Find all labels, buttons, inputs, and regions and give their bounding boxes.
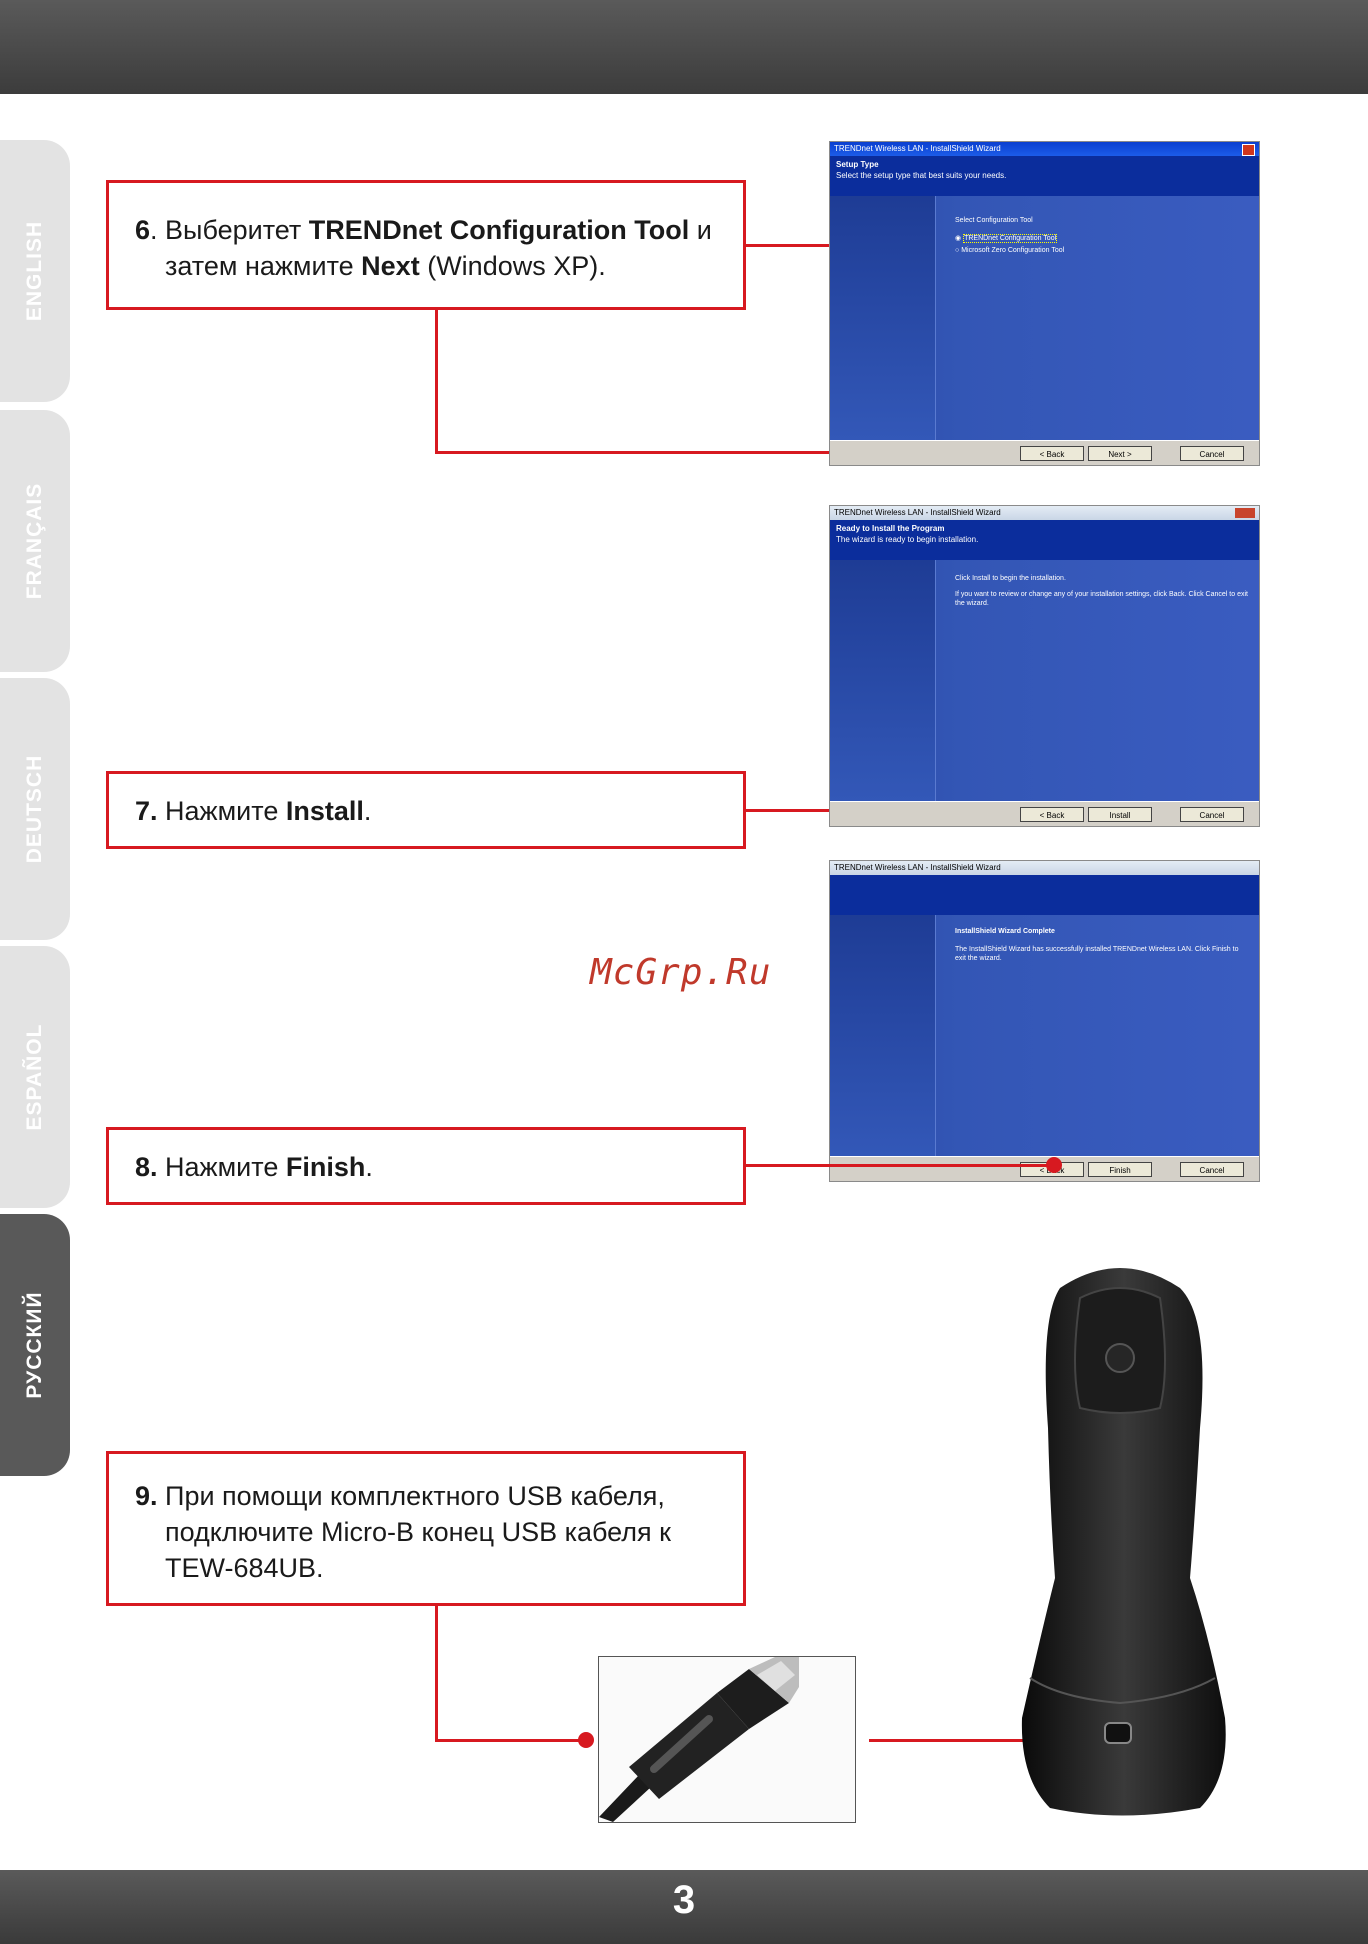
back-button[interactable]: < Back	[1020, 807, 1084, 822]
wizard-screenshot-complete: TRENDnet Wireless LAN - InstallShield Wi…	[829, 860, 1260, 1182]
step-bold: Finish	[285, 1152, 366, 1182]
step-9-callout: 9. При помощи комплектного USB кабеля, п…	[106, 1451, 746, 1606]
wizard-subheader: Select the setup type that best suits yo…	[836, 171, 1007, 180]
connector-line	[435, 451, 1053, 454]
cancel-button[interactable]: Cancel	[1180, 446, 1244, 461]
window-title: TRENDnet Wireless LAN - InstallShield Wi…	[830, 142, 1259, 156]
wizard-header: Ready to Install the Program	[836, 524, 945, 533]
step-text: подключите Micro-B конец USB кабеля к	[165, 1517, 671, 1547]
tab-label: FRANÇAIS	[23, 482, 46, 600]
close-icon[interactable]	[1235, 508, 1255, 518]
connector-line	[746, 1164, 1052, 1167]
step-text: затем нажмите	[165, 251, 362, 281]
cancel-button[interactable]: Cancel	[1180, 1162, 1244, 1177]
wizard-text: If you want to review or change any of y…	[955, 591, 1248, 607]
watermark: McGrp.Ru	[590, 952, 772, 993]
wizard-side-panel	[830, 915, 936, 1157]
wizard-header: InstallShield Wizard Complete	[955, 928, 1055, 935]
step-6-callout: 6. Выберитет TRENDnet Configuration Tool…	[106, 180, 746, 310]
step-number: 8.	[135, 1152, 158, 1182]
install-button[interactable]: Install	[1088, 807, 1152, 822]
option-microsoft-tool[interactable]: ○ Microsoft Zero Configuration Tool	[955, 247, 1065, 254]
tab-francais[interactable]: FRANÇAIS	[0, 410, 70, 672]
back-button[interactable]: < Back	[1020, 446, 1084, 461]
step-text: .	[363, 796, 372, 826]
option-label: TRENDnet Configuration Tool	[963, 234, 1058, 243]
tew-684ub-device-image	[1021, 1268, 1226, 1816]
wizard-subheader: The wizard is ready to begin installatio…	[836, 535, 979, 544]
connector-dot	[1046, 1157, 1062, 1173]
wizard-screenshot-setup-type: TRENDnet Wireless LAN - InstallShield Wi…	[829, 141, 1260, 466]
step-8-callout: 8. Нажмите Finish.	[106, 1127, 746, 1205]
wizard-prompt: Select Configuration Tool	[955, 217, 1033, 224]
wizard-side-panel	[830, 196, 936, 441]
tab-english[interactable]: ENGLISH	[0, 140, 70, 402]
micro-usb-plug-image	[598, 1656, 856, 1823]
close-icon[interactable]	[1242, 144, 1255, 156]
wizard-header: Setup Type	[836, 160, 879, 169]
step-text: и	[689, 215, 712, 245]
tab-label: ESPAÑOL	[23, 1023, 46, 1131]
tab-espanol[interactable]: ESPAÑOL	[0, 946, 70, 1208]
step-bold: TRENDnet Configuration Tool	[308, 215, 690, 245]
next-button[interactable]: Next >	[1088, 446, 1152, 461]
wizard-screenshot-ready-to-install: TRENDnet Wireless LAN - InstallShield Wi…	[829, 505, 1260, 827]
tab-label: DEUTSCH	[23, 754, 46, 864]
connector-line	[435, 310, 438, 454]
connector-dot	[578, 1732, 594, 1748]
step-text: . Выберитет	[150, 215, 309, 245]
wizard-text: Click Install to begin the installation.	[955, 575, 1066, 582]
tab-label: РУССКИЙ	[23, 1291, 46, 1399]
window-title: TRENDnet Wireless LAN - InstallShield Wi…	[830, 861, 1259, 875]
step-text: (Windows XP).	[419, 251, 606, 281]
cancel-button[interactable]: Cancel	[1180, 807, 1244, 822]
usb-plug-icon	[599, 1657, 799, 1822]
connector-line	[435, 1739, 585, 1742]
finish-button[interactable]: Finish	[1088, 1162, 1152, 1177]
step-number: 6	[135, 215, 151, 245]
bottom-bar	[0, 1870, 1368, 1944]
wizard-text: The InstallShield Wizard has successfull…	[955, 946, 1239, 962]
tab-label: ENGLISH	[23, 220, 46, 322]
step-text: Нажмите	[157, 796, 286, 826]
step-bold: Install	[285, 796, 364, 826]
wizard-side-panel	[830, 560, 936, 802]
connector-line	[869, 1739, 1113, 1742]
page-number: 3	[672, 1878, 696, 1922]
step-text: Нажмите	[157, 1152, 286, 1182]
step-text: TEW-684UB.	[165, 1553, 324, 1583]
step-bold: Next	[361, 251, 420, 281]
option-trendnet-tool[interactable]: ◉ TRENDnet Configuration Tool	[955, 234, 1058, 243]
connector-line	[435, 1606, 438, 1742]
tab-deutsch[interactable]: DEUTSCH	[0, 678, 70, 940]
step-number: 7.	[135, 796, 158, 826]
top-bar	[0, 0, 1368, 94]
step-text: При помощи комплектного USB кабеля,	[157, 1481, 665, 1511]
step-7-callout: 7. Нажмите Install.	[106, 771, 746, 849]
option-label: Microsoft Zero Configuration Tool	[961, 247, 1065, 254]
step-text: .	[365, 1152, 373, 1182]
step-number: 9.	[135, 1481, 158, 1511]
window-title: TRENDnet Wireless LAN - InstallShield Wi…	[830, 506, 1259, 520]
tab-russian[interactable]: РУССКИЙ	[0, 1214, 70, 1476]
